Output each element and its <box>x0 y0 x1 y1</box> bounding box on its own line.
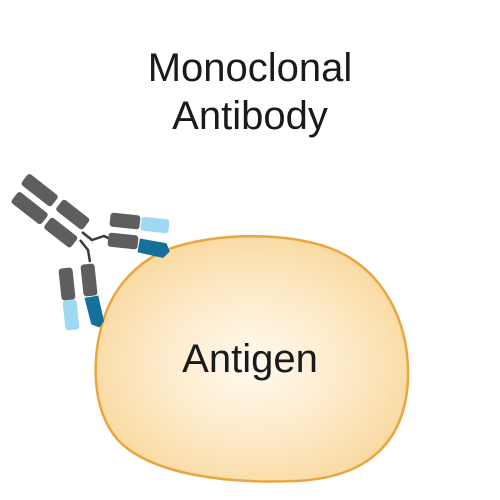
fab-down-heavy-constant <box>80 263 98 297</box>
fc-heavy-chain-2a <box>11 192 48 225</box>
fab-down-light-variable <box>62 299 80 331</box>
fab-right-light-constant <box>109 212 141 230</box>
antibody-fc-region <box>11 174 90 248</box>
title-line-2: Antibody <box>172 94 328 138</box>
fab-right-heavy-constant <box>107 232 139 250</box>
antigen-label: Antigen <box>182 337 318 381</box>
antibody <box>11 174 170 331</box>
antibody-hinge <box>79 231 113 263</box>
antibody-fab-arm-down <box>58 263 104 331</box>
fc-heavy-chain-1a <box>21 174 58 207</box>
fab-down-light-constant <box>58 267 76 301</box>
fc-heavy-chain-1b <box>56 199 90 230</box>
diagram-title: Monoclonal Antibody <box>0 44 500 140</box>
antibody-fab-arm-right <box>107 212 170 258</box>
fab-right-light-variable <box>140 216 170 234</box>
fc-heavy-chain-2b <box>44 217 78 248</box>
fab-down-heavy-variable <box>84 295 104 328</box>
title-line-1: Monoclonal <box>147 46 353 90</box>
fab-right-heavy-variable <box>137 238 170 258</box>
antigen-shape <box>94 235 410 483</box>
